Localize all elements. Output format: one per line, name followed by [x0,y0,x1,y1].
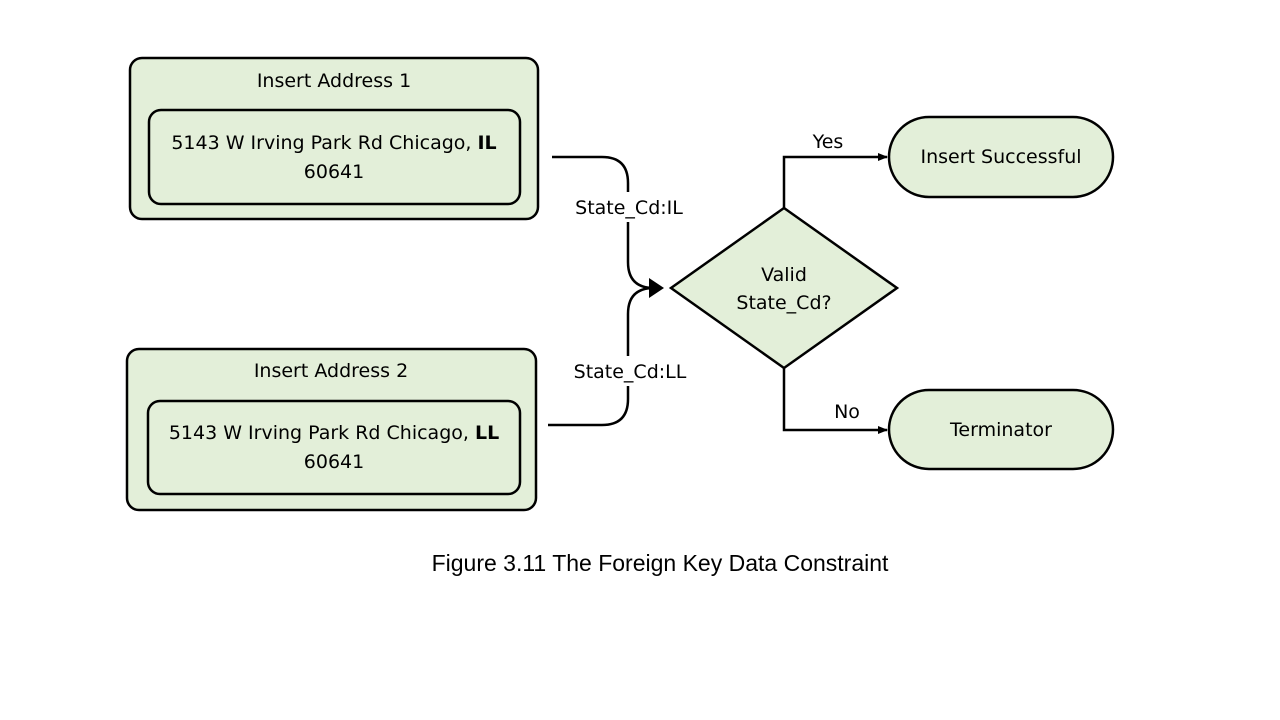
insert-successful-terminal [887,115,1115,199]
yes-connector [782,153,888,208]
decision-line-2: State_Cd? [736,292,831,314]
connector-2-label-bg [568,356,692,386]
decision-line-1: Valid [761,264,807,286]
address-2-street: 5143 W Irving Park Rd Chicago, [169,422,469,444]
address-1-zip: 60641 [304,161,364,183]
address-2-inner-box [146,399,522,496]
connector-1-label-bg [568,192,690,222]
address-1-street-line: 5143 W Irving Park Rd Chicago, IL [171,132,496,154]
connector-2 [548,286,655,427]
address-1-state: IL [477,132,496,154]
figure-caption: Figure 3.11 The Foreign Key Data Constra… [431,550,889,576]
insert-successful-label: Insert Successful [920,146,1081,168]
address-2-zip: 60641 [304,451,364,473]
terminator-label: Terminator [949,419,1052,441]
yes-label: Yes [812,131,844,153]
address-2-state: LL [475,422,499,444]
decision-group: Valid State_Cd? [668,206,900,370]
address-1-street: 5143 W Irving Park Rd Chicago, [171,132,471,154]
connector-1 [552,155,655,290]
address-1-inner-box [147,108,522,206]
address-2-group: Insert Address 2 5143 W Irving Park Rd C… [125,347,538,512]
address-2-street-line: 5143 W Irving Park Rd Chicago, LL [169,422,499,444]
decision-diamond [668,206,900,370]
connector-2-label: State_Cd:LL [574,361,687,383]
address-1-title: Insert Address 1 [257,70,411,92]
merge-arrowhead [649,278,664,298]
no-connector [782,368,888,434]
no-label: No [834,401,860,423]
address-1-group: Insert Address 1 5143 W Irving Park Rd C… [128,56,540,221]
terminator-shape [887,388,1115,471]
address-2-title: Insert Address 2 [254,360,408,382]
connector-1-label: State_Cd:IL [575,197,683,219]
